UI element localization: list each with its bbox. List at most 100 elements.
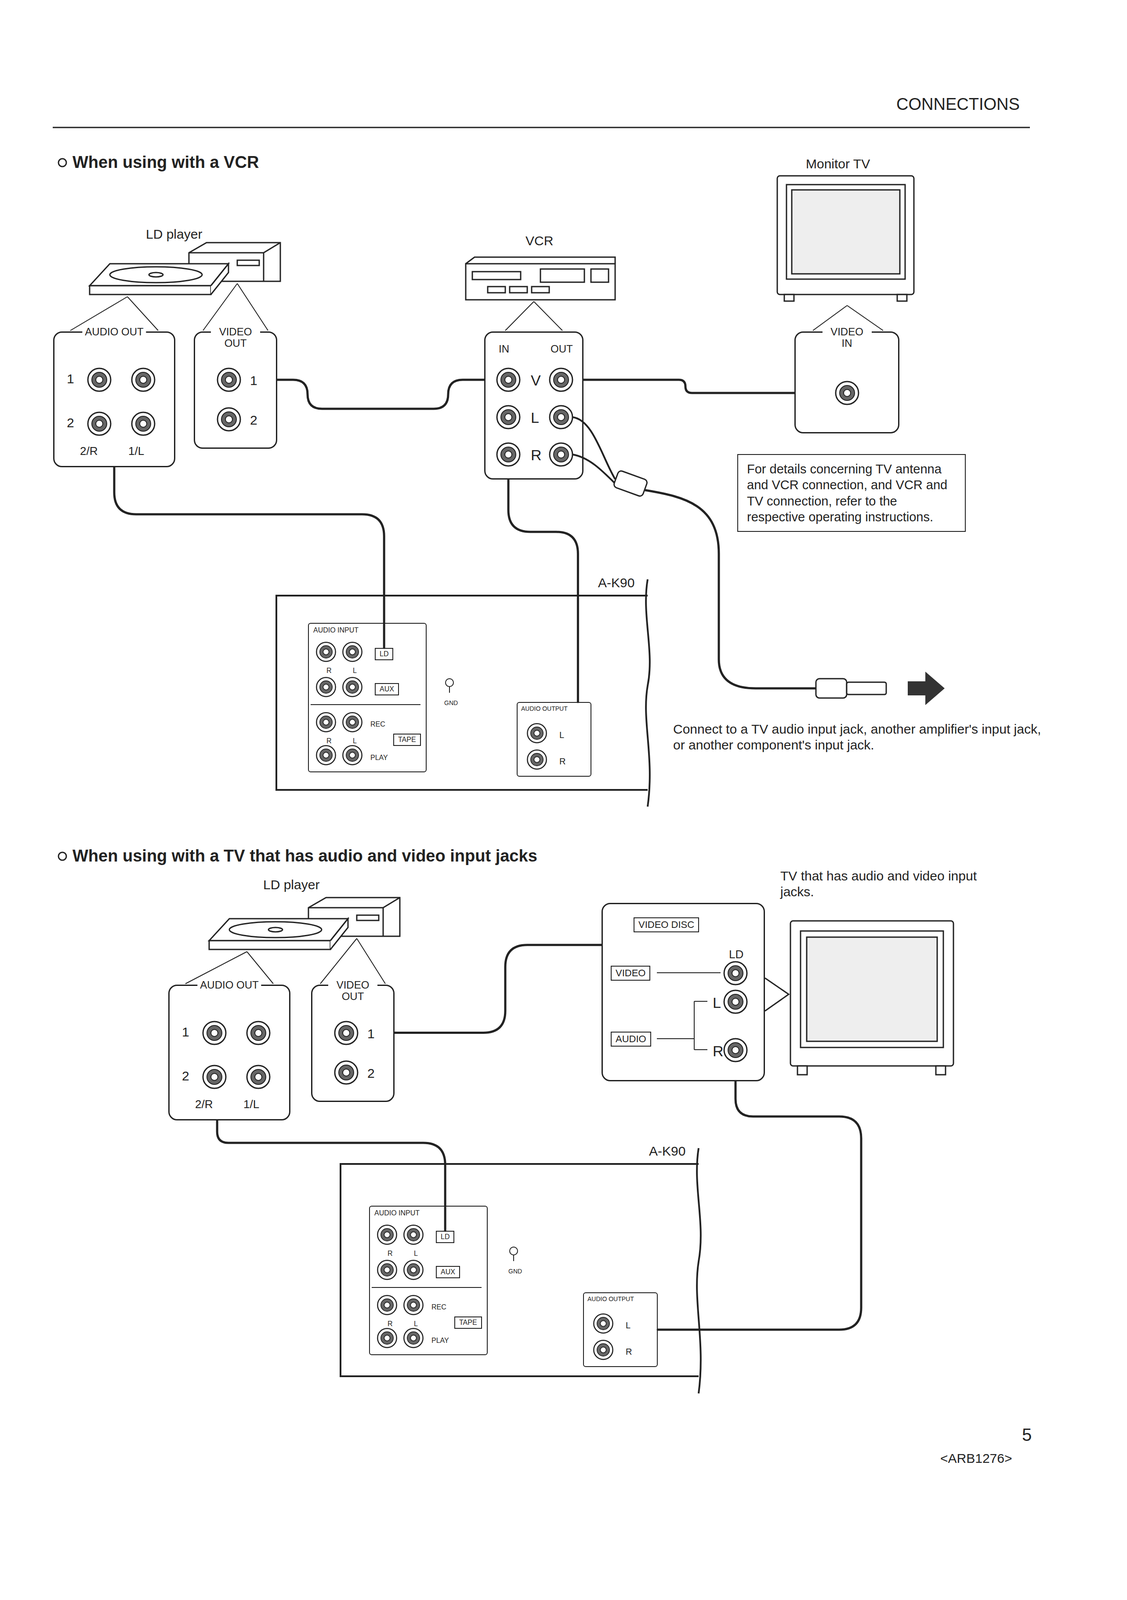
rca-jack	[342, 712, 362, 732]
box-label: AUDIO	[615, 1033, 647, 1044]
jack-label: IN	[498, 343, 510, 355]
box-label: VIDEO DISC	[638, 919, 695, 930]
rca-jack	[496, 405, 520, 429]
callout-lines	[185, 938, 386, 984]
connector-panel: VIDEO IN	[794, 331, 900, 434]
screw-head	[509, 1246, 518, 1255]
note-text: Connect to a TV audio input jack, anothe…	[673, 721, 1056, 753]
jack-label: L	[352, 736, 357, 745]
rca-jack	[246, 1021, 270, 1044]
rca-jack	[342, 745, 362, 765]
note-text: For details concerning TV antenna and VC…	[746, 460, 957, 525]
device-name: LD player	[145, 226, 203, 243]
terminal-label: GND	[444, 699, 458, 707]
rca-jack	[316, 677, 336, 696]
rca-jack	[496, 368, 520, 392]
rca-jack	[246, 1065, 270, 1088]
tray-side	[210, 263, 229, 295]
tv-foot	[897, 294, 907, 301]
jack-label: R	[387, 1319, 393, 1328]
cassette-slot	[472, 271, 521, 280]
jack-label: 2	[250, 412, 258, 428]
disc-hole	[148, 272, 164, 277]
rca-jack	[217, 368, 241, 392]
tv-cabinet	[790, 920, 954, 1066]
plug-tip	[846, 681, 887, 695]
jack-label: L	[352, 666, 357, 675]
jack-label: R	[387, 1249, 393, 1258]
rca-jack	[217, 407, 241, 431]
rca-jack	[403, 1224, 423, 1244]
jack-label: L	[413, 1249, 418, 1258]
audio-video-cable	[583, 379, 795, 393]
rca-jack	[342, 677, 362, 696]
audio-video-cable	[114, 467, 385, 648]
rca-jack	[202, 1021, 226, 1044]
plug-wires	[572, 416, 616, 484]
tv-foot	[797, 1065, 808, 1075]
group-heading: AUDIO OUTPUT	[521, 705, 568, 712]
box-label: VIDEO	[615, 967, 646, 979]
ld-player-illustration	[209, 897, 400, 950]
jack-label-box: VIDEO DISC	[633, 916, 700, 932]
connector-panel: INOUTVLR	[484, 331, 584, 480]
rca-jack	[593, 1313, 613, 1333]
jack-group: AUDIO INPUTRLRLRECPLAYLDAUXTAPE	[308, 622, 427, 772]
connector-panel: VIDEO OUT12	[193, 331, 278, 449]
rca-jack	[377, 1294, 397, 1314]
vcr-panel	[590, 268, 609, 283]
section-heading: When using with a VCR	[72, 152, 259, 173]
note-box: For details concerning TV antenna and VC…	[737, 453, 966, 532]
cut-edge	[696, 1147, 701, 1393]
laser-disc	[109, 266, 203, 283]
player-display	[237, 260, 260, 266]
connector-panel: VIDEO OUT12	[311, 984, 395, 1102]
box-label: AUX	[379, 684, 395, 693]
connector-panel: LDLRVIDEO DISCVIDEOAUDIO	[601, 902, 765, 1081]
rca-jack	[377, 1224, 397, 1244]
rca-jack	[342, 641, 362, 661]
audio-video-cable	[508, 479, 578, 702]
jack-label: 2/R	[195, 1097, 213, 1111]
device-name: Monitor TV	[805, 155, 870, 172]
box-label: TAPE	[398, 735, 417, 744]
jack-label-box: VIDEO	[610, 965, 651, 981]
rca-jack	[724, 989, 747, 1013]
rca-jack	[316, 712, 336, 732]
rca-jack	[835, 381, 859, 405]
ground-screw	[445, 678, 518, 1261]
jack-label: L	[413, 1319, 418, 1328]
jack-label: R	[712, 1042, 724, 1059]
tv-screen	[791, 189, 900, 274]
ld-player-illustration	[89, 242, 281, 295]
jack-label-box: AUX	[374, 682, 399, 696]
jack-label: 1	[66, 371, 75, 386]
screw-head	[445, 678, 454, 687]
jack-label-box: TAPE	[454, 1315, 482, 1329]
callout-lines	[70, 283, 269, 331]
vcr-button	[509, 286, 528, 293]
tv-screen-frame	[786, 184, 906, 280]
screw-post	[449, 686, 450, 693]
rca-jack	[377, 1327, 397, 1347]
tv-illustration	[790, 920, 954, 1075]
device-name: TV that has audio and video input jacks.	[780, 867, 987, 900]
panel-heading: VIDEO OUT	[210, 326, 261, 350]
amplifier-rear-panel: A-K90GNDAUDIO INPUTRLRLRECPLAYLDAUXTAPEA…	[275, 594, 648, 791]
connector-panel: AUDIO OUT122/R1/L	[53, 331, 176, 468]
page-title: CONNECTIONS	[896, 94, 1020, 115]
rca-jack	[131, 368, 155, 392]
jack-label-box: LD	[435, 1230, 455, 1243]
jack-label: 1	[181, 1024, 190, 1039]
vcr-display	[540, 268, 585, 283]
vcr-top	[465, 257, 616, 264]
terminal-label: GND	[508, 1267, 522, 1275]
rca-jack	[377, 1259, 397, 1279]
amplifier-rear-panel: A-K90GNDAUDIO INPUTRLRLRECPLAYLDAUXTAPEA…	[339, 1162, 699, 1377]
rca-jack	[403, 1259, 423, 1279]
rca-jack	[549, 405, 573, 429]
vcr-body	[465, 263, 616, 300]
rca-jack	[724, 961, 747, 985]
jack-label: OUT	[550, 343, 573, 355]
